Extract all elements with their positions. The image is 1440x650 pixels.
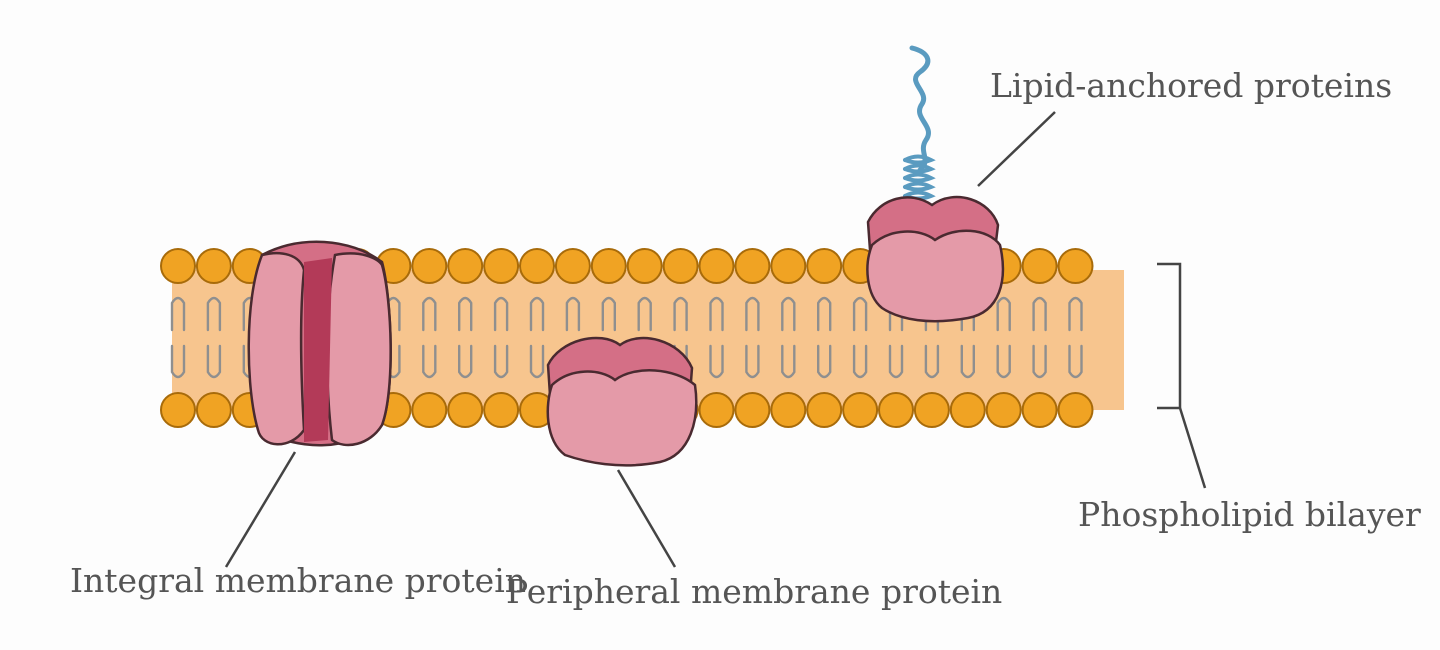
lipid-anchor-coil-turn <box>903 172 936 183</box>
lipid-tail <box>745 344 760 379</box>
lipid-tail <box>1068 296 1083 332</box>
phospholipid-head <box>698 392 735 428</box>
lipid-tail <box>529 296 545 332</box>
phospholipid-head <box>842 392 879 428</box>
lipid-tail <box>852 296 868 332</box>
phospholipid-head <box>590 248 627 284</box>
phospholipid-head <box>985 392 1022 428</box>
integral-membrane-protein <box>247 240 392 447</box>
phospholipid-head <box>519 248 555 284</box>
lipid-tail <box>458 296 473 332</box>
lipid-tail <box>781 344 796 379</box>
lipid-tail <box>529 344 545 379</box>
phospholipid-head <box>626 248 663 284</box>
lipid-anchor-coil-turn <box>903 163 936 174</box>
phospholipid-head <box>447 392 484 428</box>
label-phospholipid-bilayer: Phospholipid bilayer <box>1078 495 1421 534</box>
phospholipid-head <box>662 248 699 284</box>
lipid-tail <box>170 344 186 379</box>
phospholipid-head <box>1021 392 1058 428</box>
lipid-tail <box>458 344 473 379</box>
lipid-tail <box>709 344 724 379</box>
phospholipid-head <box>770 392 807 428</box>
phospholipid-head <box>483 248 520 284</box>
lipid-tail <box>206 344 222 379</box>
lipid-tail <box>745 296 760 332</box>
lipid-tail <box>422 296 437 332</box>
lipid-tail <box>709 296 724 332</box>
phospholipid-head <box>160 248 196 284</box>
lipid-tail <box>565 296 581 332</box>
phospholipid-head <box>949 392 986 428</box>
phospholipid-head <box>1057 248 1094 284</box>
lipid-tail <box>817 344 832 379</box>
bilayer-bracket <box>1157 262 1182 410</box>
lipid-tail <box>996 344 1011 379</box>
leader-lipid-anchored <box>977 111 1056 187</box>
lipid-anchored-protein <box>866 45 1005 323</box>
lipid-tail <box>924 344 940 379</box>
phospholipid-head <box>411 248 448 284</box>
phospholipid-head <box>195 392 232 428</box>
lipid-tail <box>1068 344 1083 379</box>
phospholipid-head <box>411 392 448 428</box>
phospholipid-head <box>913 392 950 428</box>
phospholipid-head <box>1057 392 1094 428</box>
lipid-tail <box>960 344 975 379</box>
phospholipid-head <box>1021 248 1058 284</box>
phospholipid-head <box>447 248 484 284</box>
phospholipid-head <box>734 392 771 428</box>
phospholipid-head <box>698 248 735 284</box>
lipid-tail <box>781 296 796 332</box>
label-integral-membrane-protein: Integral membrane protein <box>70 561 526 600</box>
lipid-tail <box>1032 344 1047 379</box>
lipid-tail <box>852 344 868 379</box>
lipid-tail <box>1032 296 1047 332</box>
lipid-tail <box>637 296 652 332</box>
leader-phospholipid-bilayer <box>1178 407 1207 489</box>
lipid-tail <box>888 344 904 379</box>
phospholipid-head <box>878 392 914 428</box>
label-peripheral-membrane-protein: Peripheral membrane protein <box>506 572 1002 611</box>
phospholipid-head <box>770 248 807 284</box>
lipid-tail <box>493 296 509 332</box>
lipid-anchor-coil-turn <box>903 154 936 165</box>
lipid-tail <box>493 344 509 379</box>
lipid-tail <box>673 296 688 332</box>
lipid-tail <box>422 344 437 379</box>
lipid-tail <box>817 296 832 332</box>
phospholipid-head <box>734 248 771 284</box>
lipid-tail <box>996 296 1011 332</box>
phospholipid-head <box>554 248 591 284</box>
peripheral-membrane-protein <box>546 336 698 467</box>
lipid-tail <box>170 296 186 332</box>
lipid-anchor-coil-turn <box>903 181 936 192</box>
lipid-tail <box>601 296 616 332</box>
leader-integral <box>224 451 297 568</box>
phospholipid-head <box>195 248 232 284</box>
phospholipid-head <box>806 248 843 284</box>
lipid-tail <box>206 296 222 332</box>
phospholipid-head <box>806 392 843 428</box>
leader-peripheral <box>616 469 677 568</box>
phospholipid-head <box>483 392 520 428</box>
label-lipid-anchored-proteins: Lipid-anchored proteins <box>990 66 1392 105</box>
phospholipid-head <box>160 392 196 428</box>
